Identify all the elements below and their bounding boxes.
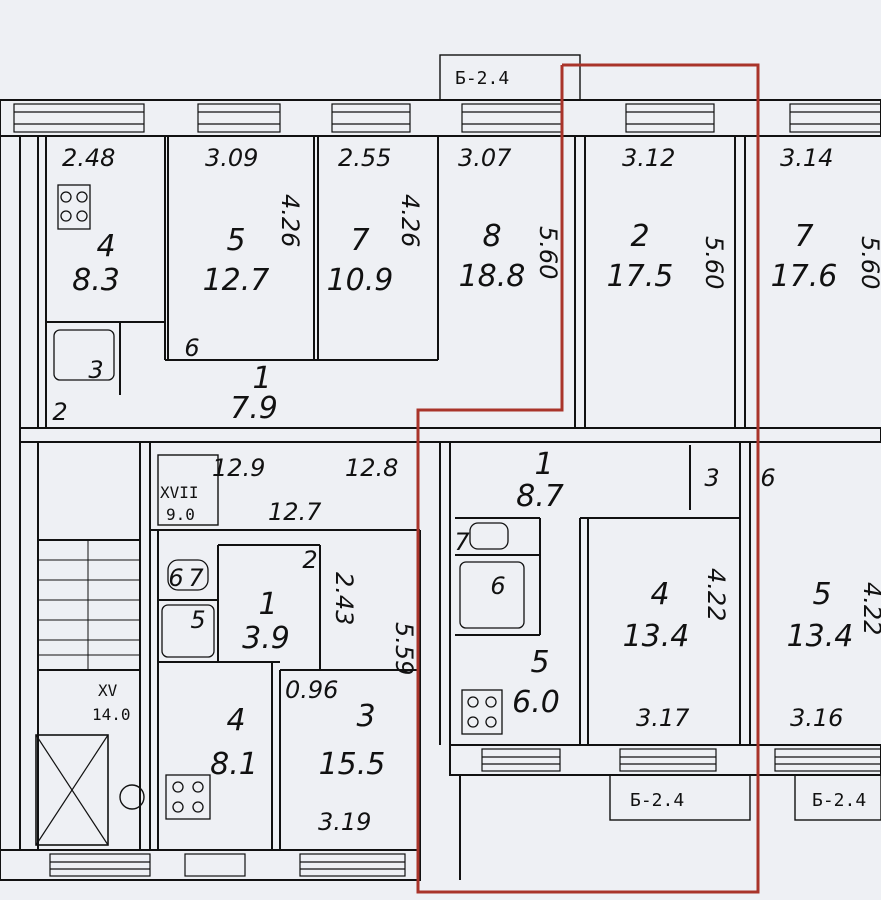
room-number: 4 <box>96 229 115 264</box>
bathtub-icon <box>53 329 115 381</box>
room-area: 10.9 <box>327 263 394 298</box>
room-number: 4 <box>226 703 245 738</box>
width-label: 2.48 <box>62 144 115 172</box>
length-label: 5.60 <box>700 236 728 289</box>
room-area: 17.6 <box>771 259 838 294</box>
room-number-small: 2 <box>52 398 67 426</box>
room-number: 8 <box>482 219 501 254</box>
room-number-small: 2 <box>302 546 317 574</box>
room-number: 1 <box>534 447 553 482</box>
width-label: 3.16 <box>790 704 843 732</box>
room-number: 5 <box>226 223 245 258</box>
stove-icon <box>57 184 91 230</box>
room-area: 18.8 <box>459 259 526 294</box>
length-label: 4.22 <box>702 568 730 621</box>
room-number: 2 <box>630 219 649 254</box>
room-number-small: 5 <box>190 606 205 634</box>
stove-icon <box>165 774 211 820</box>
room-area: 13.4 <box>623 619 690 654</box>
room-area: 8.1 <box>210 747 258 782</box>
length-label: 4.26 <box>396 194 424 247</box>
length-label: 5.60 <box>534 226 562 279</box>
room-area: 7.9 <box>230 391 278 426</box>
walls <box>0 54 881 881</box>
room-number: 5 <box>812 577 831 612</box>
width-label: 3.07 <box>458 144 512 172</box>
width-label: 12.9 <box>212 454 265 482</box>
toilet-icon <box>469 522 509 550</box>
room-area: 6.0 <box>512 685 560 720</box>
room-number: 4 <box>650 577 669 612</box>
room-number: 1 <box>252 361 271 396</box>
room-area: 8.7 <box>516 479 564 514</box>
length-label: 0.96 <box>285 676 338 704</box>
room-area: 3.9 <box>242 621 290 656</box>
width-label: 12.7 <box>268 498 322 526</box>
width-label: 3.19 <box>318 808 371 836</box>
bathtub-icon <box>161 604 215 658</box>
stair-code: XVII <box>160 483 199 502</box>
fixtures <box>53 184 525 820</box>
room-number-small: 3 <box>88 356 103 384</box>
room-number: 7 <box>350 223 369 258</box>
room-number-small: 6 <box>760 464 775 492</box>
width-label: 3.09 <box>205 144 258 172</box>
width-label: 3.17 <box>636 704 690 732</box>
room-number-small: 7 <box>454 528 470 556</box>
room-number: 3 <box>356 699 375 734</box>
room-area: 17.5 <box>607 259 674 294</box>
length-label: 4.22 <box>858 582 881 635</box>
room-area: 13.4 <box>787 619 854 654</box>
width-label: 3.12 <box>622 144 675 172</box>
room-area: 8.3 <box>72 263 120 298</box>
room-number: 1 <box>258 587 277 622</box>
room-number: 7 <box>794 219 813 254</box>
width-label: 12.8 <box>345 454 398 482</box>
length-label: 4.26 <box>276 194 304 247</box>
lift-area: 14.0 <box>92 705 131 724</box>
length-label: 5.59 <box>390 622 418 675</box>
width-label: 3.14 <box>780 144 833 172</box>
stair-area: 9.0 <box>166 505 195 524</box>
room-number-small: 3 <box>704 464 719 492</box>
room-number-small: 6 <box>168 564 183 592</box>
balcony-label-bottom-2: Б-2.4 <box>812 790 866 811</box>
room-number-small: 7 <box>188 564 204 592</box>
balcony-label-bottom-1: Б-2.4 <box>630 790 684 811</box>
lift-code: XV <box>98 681 118 700</box>
room-number: 5 <box>530 645 549 680</box>
room-area: 12.7 <box>203 263 270 298</box>
room-number-small: 6 <box>490 572 505 600</box>
selected-apartment-outline <box>416 63 760 894</box>
stove-icon <box>461 689 503 735</box>
length-label: 5.60 <box>856 236 881 289</box>
length-label: 2.43 <box>330 572 358 625</box>
room-number-small: 6 <box>184 334 199 362</box>
width-label: 2.55 <box>338 144 391 172</box>
room-area: 15.5 <box>319 747 386 782</box>
bathtub-icon <box>459 561 525 629</box>
balcony-label-top: Б-2.4 <box>455 68 509 89</box>
toilet-icon <box>167 559 209 591</box>
